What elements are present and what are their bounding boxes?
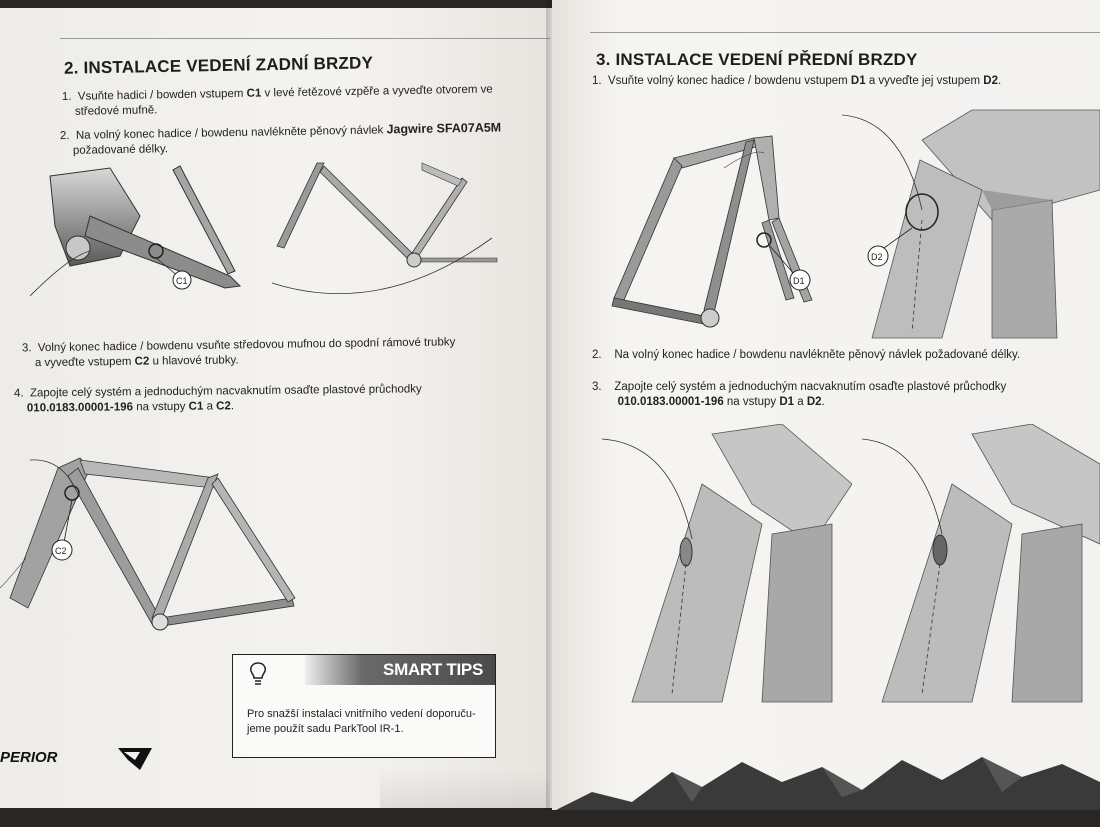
step-3-rear: 3. Volný konec hadice / bowdenu vsuňte s… — [21, 336, 456, 370]
callout-c2: C2 — [55, 546, 67, 556]
step-2-front: 2. Na volný konec hadice / bowdenu navlé… — [592, 349, 1021, 361]
callout-d2: D2 — [871, 252, 883, 262]
page-shadow — [380, 768, 550, 808]
lightbulb-icon — [250, 662, 266, 685]
main-frame-illustration: C2 — [0, 457, 296, 631]
smart-tips-text: Pro snažší instalaci vnitřního vedení do… — [247, 708, 476, 735]
section-heading-front-brake: 3. INSTALACE VEDENÍ PŘEDNÍ BRZDY — [596, 50, 918, 69]
fork-closeup-d2-illustration: D2 — [842, 109, 1100, 339]
rear-chainstay-illustration: C1 — [30, 165, 242, 296]
top-rule — [60, 38, 550, 39]
right-page: 3. INSTALACE VEDENÍ PŘEDNÍ BRZDY 1. Vsuň… — [552, 0, 1100, 810]
left-page: 2. INSTALACE VEDENÍ ZADNÍ BRZDY 1. Vsuňt… — [0, 8, 552, 808]
smart-tips-box: SMART TIPS Pro snažší instalaci vnitřníh… — [232, 654, 496, 758]
step-2-rear: 2. Na volný konec hadice / bowdenu navlé… — [59, 120, 502, 157]
callout-c1-top: C1 — [176, 276, 188, 286]
step-1-rear: 1. Vsuňte hadici / bowden vstupem C1 v l… — [61, 83, 493, 118]
step-1-front: 1. Vsuňte volný konec hadice / bowdenu v… — [592, 75, 1002, 87]
step-4-rear: 4. Zapojte celý systém a jednoduchým nac… — [13, 383, 422, 415]
step-3-front: 3. Zapojte celý systém a jednoduchým nac… — [592, 381, 1007, 408]
smart-tips-header: SMART TIPS — [305, 655, 495, 685]
section-heading-rear-brake: 2. INSTALACE VEDENÍ ZADNÍ BRZDY — [63, 53, 374, 78]
brand-logo-text: PERIOR — [0, 749, 58, 766]
top-rule-right — [590, 32, 1100, 33]
fork-closeup-right-illustration — [862, 424, 1100, 703]
mountain-silhouette-icon — [556, 757, 1100, 810]
full-frame-illustration: D1 — [611, 135, 813, 328]
frame-rear-triangle-illustration — [271, 162, 498, 295]
callout-d1: D1 — [793, 276, 805, 286]
smart-tips-title: SMART TIPS — [383, 660, 483, 679]
fork-closeup-left-illustration — [602, 424, 852, 703]
brand-logo-icon: PERIOR — [0, 748, 152, 770]
book-spine — [546, 0, 556, 810]
